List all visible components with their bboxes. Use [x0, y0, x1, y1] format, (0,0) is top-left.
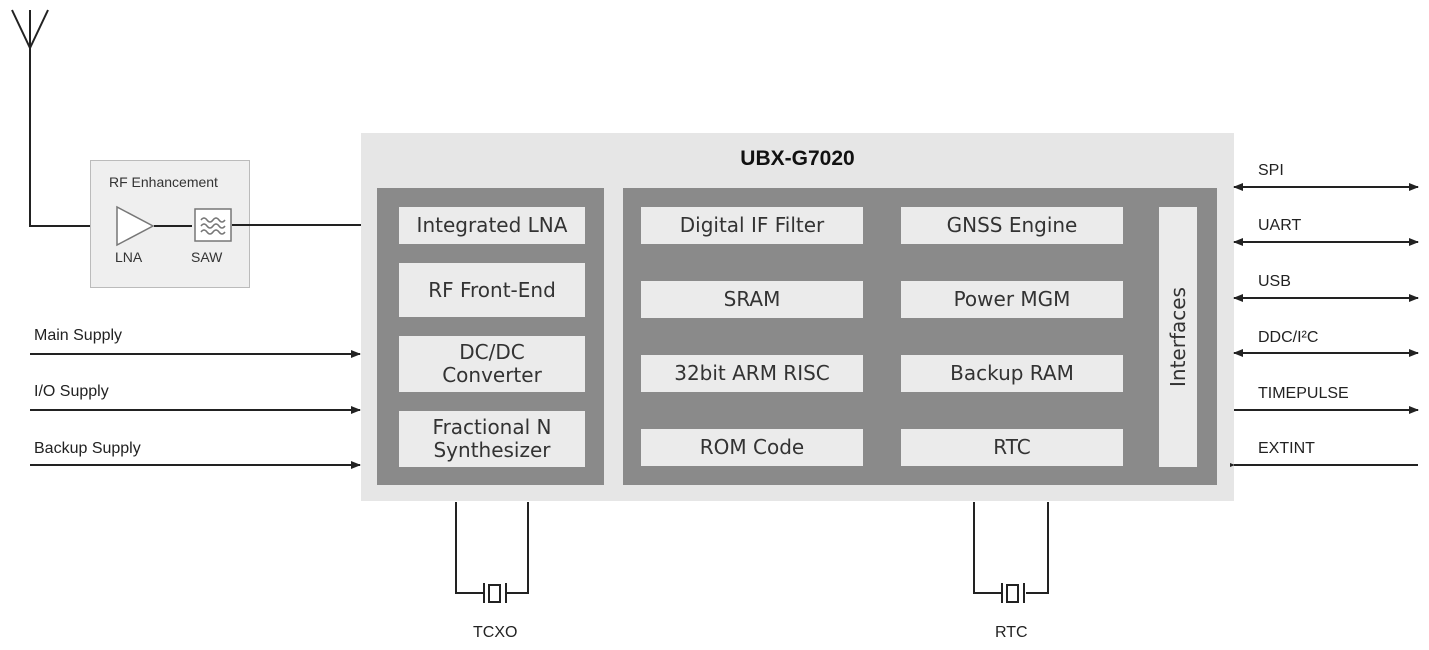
saw-label: SAW: [191, 249, 223, 265]
tcxo-crystal-icon: [455, 502, 529, 603]
dc-dc-converter-block: DC/DC Converter: [399, 336, 585, 392]
saw-filter-icon: [194, 208, 232, 242]
power-mgm-block: Power MGM: [901, 281, 1123, 318]
interfaces-label: Interfaces: [1166, 287, 1190, 387]
tcxo-label: TCXO: [473, 624, 518, 641]
rf-enhancement-box: RF Enhancement LNA SAW: [90, 160, 250, 288]
chip-title: UBX-G7020: [740, 147, 855, 170]
rf-front-end-block: RF Front-End: [399, 263, 585, 317]
gnss-engine-block: GNSS Engine: [901, 207, 1123, 244]
spi-label: SPI: [1258, 162, 1284, 179]
usb-label: USB: [1258, 273, 1291, 290]
rtc-block: RTC: [901, 429, 1123, 466]
io-supply-label: I/O Supply: [34, 383, 109, 400]
digital-if-filter-block: Digital IF Filter: [641, 207, 863, 244]
main-supply-label: Main Supply: [34, 327, 123, 344]
extint-label: EXTINT: [1258, 440, 1315, 457]
interfaces-block: Interfaces: [1159, 207, 1197, 467]
lna-label: LNA: [115, 249, 143, 265]
fractional-n-synth-block: Fractional N Synthesizer: [399, 411, 585, 467]
arm-risc-block: 32bit ARM RISC: [641, 355, 863, 392]
antenna-feed-vertical: [29, 48, 31, 226]
antenna-icon: [11, 9, 49, 49]
supply-arrows: [30, 350, 361, 469]
integrated-lna-block: Integrated LNA: [399, 207, 585, 244]
lna-to-saw-line: [154, 225, 192, 227]
uart-label: UART: [1258, 217, 1302, 234]
antenna-feed-horizontal: [29, 225, 115, 227]
timepulse-label: TIMEPULSE: [1258, 385, 1349, 402]
sram-block: SRAM: [641, 281, 863, 318]
saw-to-chip-line: [232, 224, 361, 226]
chip-ubx-g7020: UBX-G7020 Integrated LNA RF Front-End DC…: [361, 133, 1234, 501]
backup-ram-block: Backup RAM: [901, 355, 1123, 392]
ddc-i2c-label: DDC/I²C: [1258, 329, 1319, 346]
signal-arrows: [1230, 183, 1419, 469]
rf-enhancement-title: RF Enhancement: [109, 174, 218, 190]
lna-triangle-icon: [116, 205, 155, 247]
rom-code-block: ROM Code: [641, 429, 863, 466]
backup-supply-label: Backup Supply: [34, 440, 141, 457]
rtc-crystal-icon: [973, 502, 1049, 603]
rtc-crystal-label: RTC: [995, 624, 1028, 641]
